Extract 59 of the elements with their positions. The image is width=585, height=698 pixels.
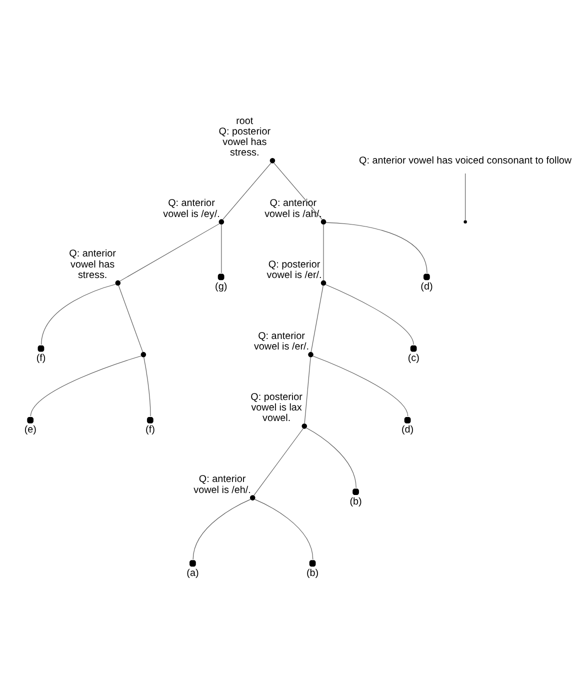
node-circle [320,280,326,286]
connector [254,499,314,560]
node-label: Q: anterior vowel is /er/. [254,330,310,353]
node-text: Q: anterior vowel has voiced consonant to follow [359,155,572,166]
node-circle [320,219,326,224]
node-label: Q: anterior vowel is /eh/. [194,474,251,496]
node-circle [190,560,196,567]
node-circle [302,424,308,429]
connector [312,356,408,417]
node-circle [218,274,224,280]
node-label: (f) [36,353,46,364]
node-circle [115,280,121,286]
connector [253,428,304,496]
node-circle [140,352,146,358]
node-label: Q: posterior vowel is /er/. [266,259,322,281]
connector [222,162,272,220]
connector [323,224,324,281]
node-label: Q: posterior vowel is lax vowel. [250,392,302,424]
node-circle [352,488,359,495]
connector [192,499,251,560]
node-circle [38,345,44,352]
node-label: (b) [306,568,319,579]
node-circle [309,560,316,567]
node-circle [410,345,417,352]
node-label: Q: anterior vowel is /ah/. [264,198,322,220]
node-label: (b) [350,496,362,508]
connector [118,285,144,352]
connector [30,356,142,417]
node-label: (d) [420,281,433,292]
node-circle [218,219,224,224]
connector [221,224,222,274]
node-circle [404,416,411,424]
connector [304,356,311,424]
node-label: Q: anterior vowel has stress. [69,248,116,281]
node-circle [270,158,276,164]
node-label: (f) [146,424,155,436]
node-circle [27,416,34,424]
node-label: (e) [24,424,36,436]
connector [465,173,466,221]
node-label: (a) [186,568,199,579]
node-circle [308,352,314,358]
connector [326,222,428,274]
connector [119,223,220,282]
node-label: (d) [402,424,414,436]
node-label: (c) [408,353,420,364]
connector [325,284,414,345]
node-circle [146,416,154,424]
node-label: (g) [215,281,228,292]
connector [41,284,116,345]
connector [306,428,356,488]
connector [273,162,323,220]
node-label: Q: posterior vowel has stress. [218,126,271,159]
node-label: Q: anterior vowel is /ey/. [163,198,220,220]
connector [143,356,151,417]
node-circle [424,274,430,280]
node-label: root [236,116,254,127]
node-circle [464,220,467,224]
connector [310,285,324,352]
node-circle [250,495,256,500]
